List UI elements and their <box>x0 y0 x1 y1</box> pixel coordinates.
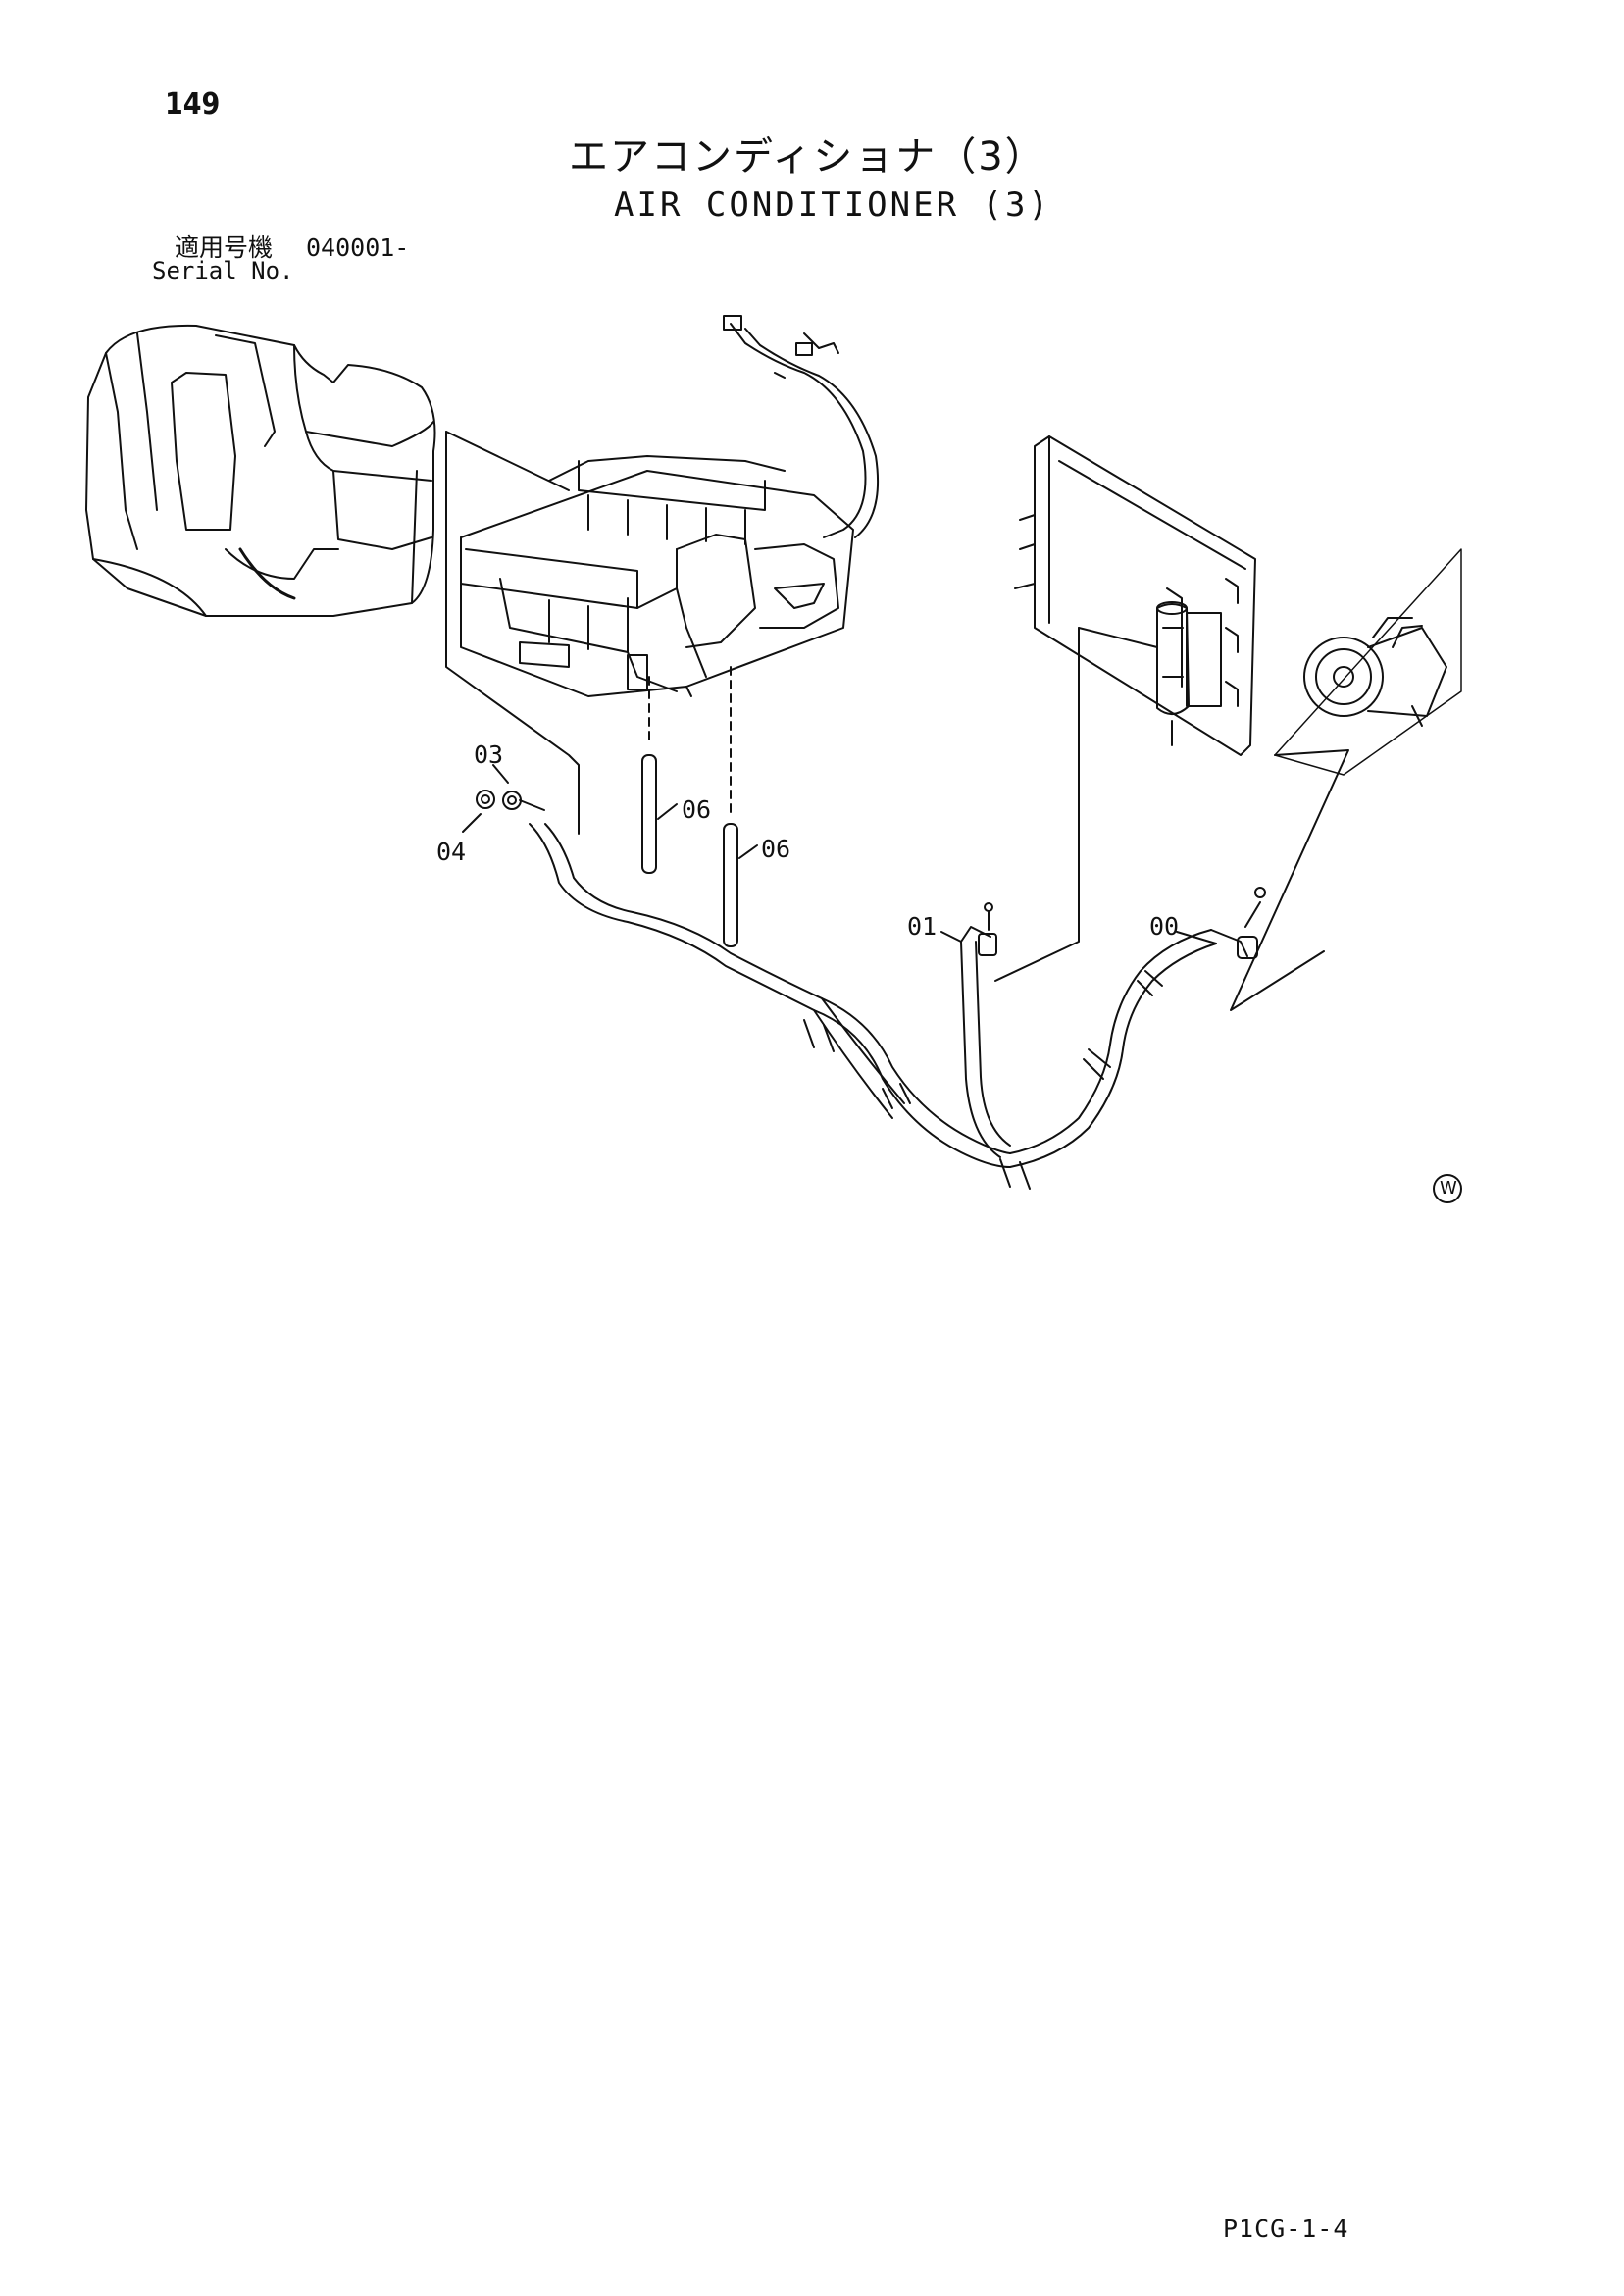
page-code: P1CG-1-4 <box>1223 2215 1349 2243</box>
serial-label-japanese: 適用号機 <box>175 233 274 262</box>
callout-04: 04 <box>436 838 467 866</box>
compressor-bracket-outline <box>1230 749 1349 1011</box>
fitting-03 <box>502 791 545 811</box>
compressor <box>1274 548 1462 776</box>
leader-06-right <box>738 844 758 859</box>
receiver-dryer <box>1156 601 1190 746</box>
serial-value: 040001- <box>306 233 410 262</box>
hvac-bracket-outline-top <box>445 431 570 491</box>
leader-03 <box>492 764 509 784</box>
serial-label-english: Serial No. <box>152 257 294 284</box>
condenser-bracket-outline <box>994 627 1080 982</box>
callout-01: 01 <box>907 912 938 941</box>
hvac-unit <box>460 455 854 697</box>
callout-06-right: 06 <box>761 835 791 863</box>
callout-06-left: 06 <box>682 795 712 824</box>
drain-hose-left <box>641 676 657 874</box>
condenser <box>1014 435 1256 756</box>
callout-03: 03 <box>474 740 504 769</box>
leader-04 <box>462 813 482 833</box>
hose-assembly <box>529 823 1266 1190</box>
wiring-harness <box>723 315 880 538</box>
excavator-overview <box>85 324 436 617</box>
page-number: 149 <box>165 87 221 122</box>
hvac-bracket-outline <box>445 431 580 835</box>
leader-00 <box>1176 931 1217 944</box>
callout-00: 00 <box>1149 912 1180 941</box>
drain-hose-right <box>723 666 738 947</box>
fitting-04 <box>476 790 495 809</box>
w-mark-label: W <box>1440 1178 1457 1199</box>
leader-06-left <box>657 803 678 820</box>
title-english: AIR CONDITIONER (3) <box>614 185 1051 225</box>
leader-01 <box>940 931 962 943</box>
title-japanese: エアコンディショナ（3） <box>569 134 1046 179</box>
condenser-bracket-outline-top <box>1078 627 1158 648</box>
w-mark-circle <box>1433 1174 1462 1203</box>
